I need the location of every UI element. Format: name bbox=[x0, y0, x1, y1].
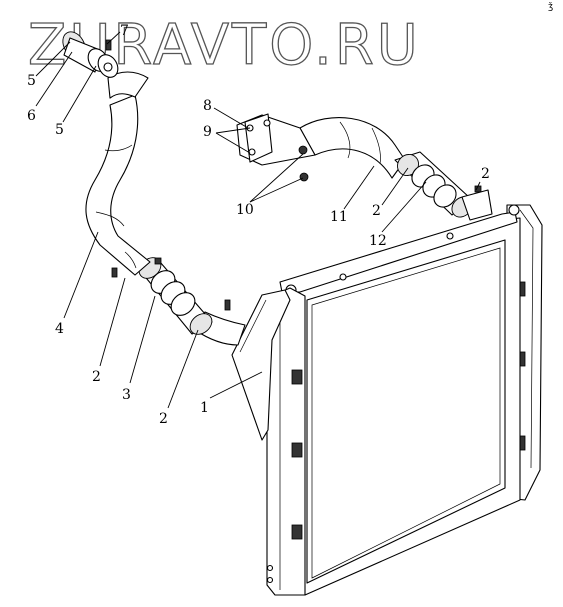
callout-2-left-upper: 2 bbox=[159, 411, 168, 427]
callout-10: 10 bbox=[236, 202, 254, 218]
callout-3: 3 bbox=[122, 387, 131, 403]
cooler-core bbox=[231, 204, 543, 596]
corner-mark: ǯ bbox=[548, 2, 553, 12]
callout-5-bottom: 5 bbox=[55, 122, 64, 138]
callout-7: 7 bbox=[120, 23, 129, 39]
callout-12: 12 bbox=[369, 233, 387, 249]
callout-2-left-lower: 2 bbox=[92, 369, 101, 385]
right-charge-air-pipe bbox=[236, 113, 493, 221]
callout-6: 6 bbox=[27, 108, 36, 124]
callout-4: 4 bbox=[55, 321, 64, 337]
callout-8: 8 bbox=[203, 98, 212, 114]
callout-2-right-top: 2 bbox=[481, 166, 490, 182]
callouts: 1 2 3 2 4 5 6 5 7 8 9 10 11 2 12 2 bbox=[27, 23, 490, 427]
callout-1: 1 bbox=[200, 400, 209, 416]
callout-2-right-middle: 2 bbox=[372, 203, 381, 219]
left-charge-air-pipe bbox=[62, 31, 246, 346]
callout-5-top: 5 bbox=[27, 73, 36, 89]
leader-lines bbox=[35, 31, 481, 409]
callout-11: 11 bbox=[330, 209, 348, 225]
callout-9: 9 bbox=[203, 124, 212, 140]
